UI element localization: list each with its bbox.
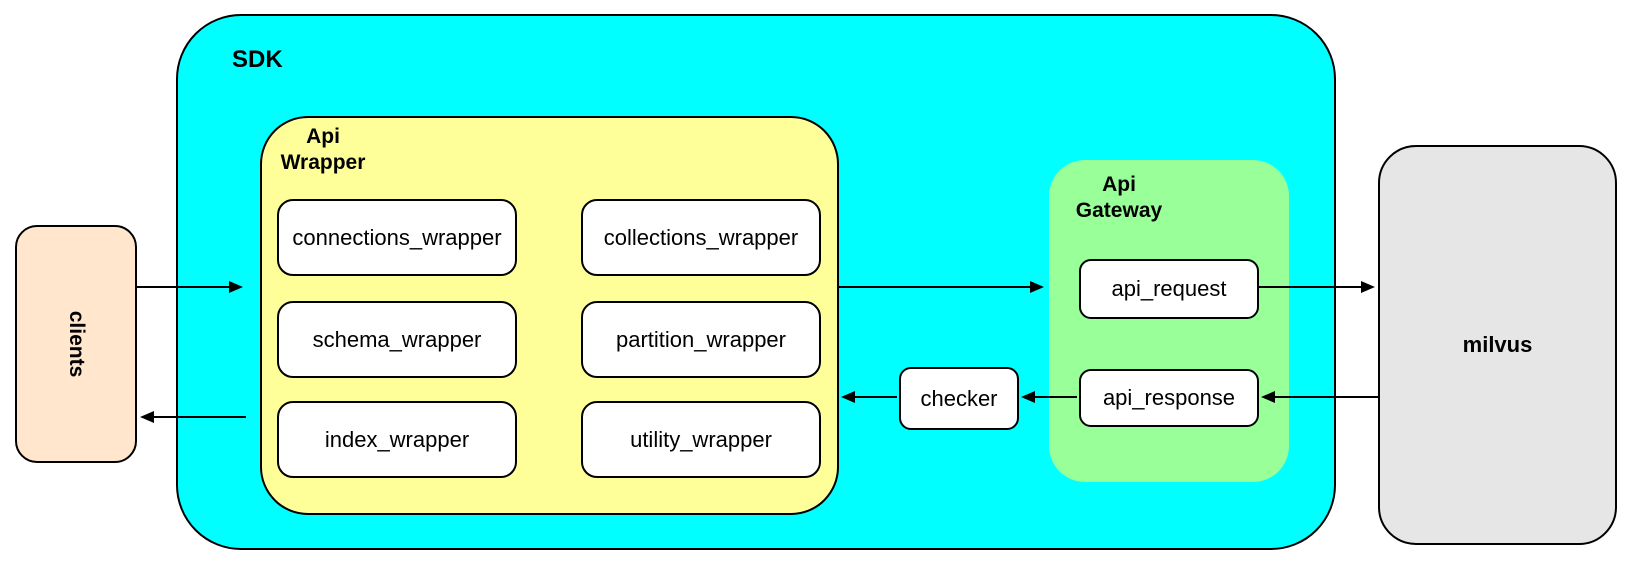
arrow-head xyxy=(1261,391,1275,403)
node-partition-wrapper: partition_wrapper xyxy=(581,301,821,378)
node-connections-wrapper: connections_wrapper xyxy=(277,199,517,276)
node-schema-wrapper: schema_wrapper xyxy=(277,301,517,378)
api-wrapper-label: Api Wrapper xyxy=(262,124,384,176)
clients-label: clients xyxy=(65,310,88,378)
node-collections-wrapper: collections_wrapper xyxy=(581,199,821,276)
arrow-shaft xyxy=(154,416,246,418)
arrow-shaft xyxy=(137,286,229,288)
arrow-shaft xyxy=(1035,396,1077,398)
api-wrapper-label-line2: Wrapper xyxy=(280,151,366,174)
node-api-response: api_response xyxy=(1079,369,1259,427)
node-api-gateway: Api Gateway api_request api_response xyxy=(1049,160,1289,482)
arrow-head xyxy=(841,391,855,403)
node-api-request: api_request xyxy=(1079,259,1259,319)
arrow-shaft xyxy=(1275,396,1378,398)
arrow-head xyxy=(229,281,243,293)
node-api-wrapper: Api Wrapper connections_wrapper collecti… xyxy=(260,116,839,515)
api-gateway-label-line2: Gateway xyxy=(1075,199,1163,222)
node-milvus: milvus xyxy=(1378,145,1617,545)
node-utility-wrapper: utility_wrapper xyxy=(581,401,821,478)
arrow-head xyxy=(140,411,154,423)
node-sdk: SDK Api Wrapper connections_wrapper coll… xyxy=(176,14,1336,550)
api-gateway-label-line1: Api xyxy=(1102,173,1136,196)
arrow-shaft xyxy=(1257,286,1361,288)
node-checker: checker xyxy=(899,367,1019,430)
node-index-wrapper: index_wrapper xyxy=(277,401,517,478)
node-clients: clients xyxy=(15,225,137,463)
api-gateway-label: Api Gateway xyxy=(1059,172,1179,224)
arrow-head xyxy=(1361,281,1375,293)
arrow-shaft xyxy=(855,396,897,398)
api-wrapper-label-line1: Api xyxy=(306,125,340,148)
arrow-shaft xyxy=(838,286,1030,288)
arrow-head xyxy=(1030,281,1044,293)
sdk-label: SDK xyxy=(232,46,283,73)
arrow-head xyxy=(1021,391,1035,403)
